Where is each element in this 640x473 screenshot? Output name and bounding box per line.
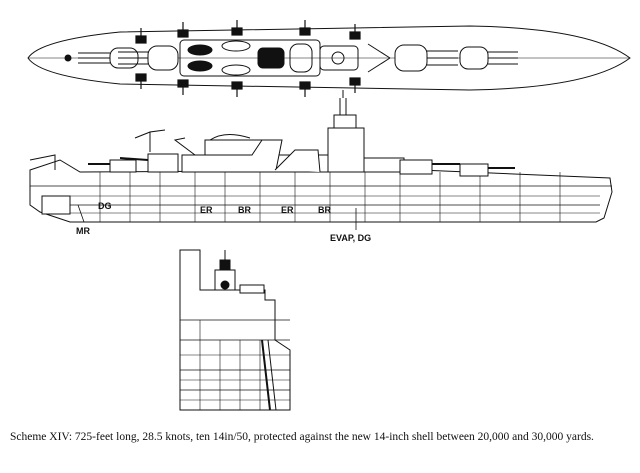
figure-caption: Scheme XIV: 725-feet long, 28.5 knots, t… <box>10 431 594 443</box>
plan-turret-x <box>394 44 458 72</box>
profile-hull <box>29 159 613 223</box>
plan-turret-y <box>459 46 518 70</box>
label-evap-dg: EVAP, DG <box>330 233 371 243</box>
section-view <box>179 249 291 411</box>
label-engine-room-2: ER <box>281 205 294 215</box>
plan-view <box>27 20 631 97</box>
label-boiler-room-1: BR <box>238 205 251 215</box>
funnel-fwd <box>251 139 283 171</box>
label-engine-room-1: ER <box>200 205 213 215</box>
label-dg-forward: DG <box>98 201 112 211</box>
profile-view <box>29 90 613 230</box>
section-outline <box>179 249 291 411</box>
label-boiler-room-2: BR <box>318 205 331 215</box>
main-mast <box>327 90 365 173</box>
funnel-aft <box>274 149 321 173</box>
plan-turret-b <box>118 45 179 71</box>
label-machinery-room: MR <box>76 226 90 236</box>
